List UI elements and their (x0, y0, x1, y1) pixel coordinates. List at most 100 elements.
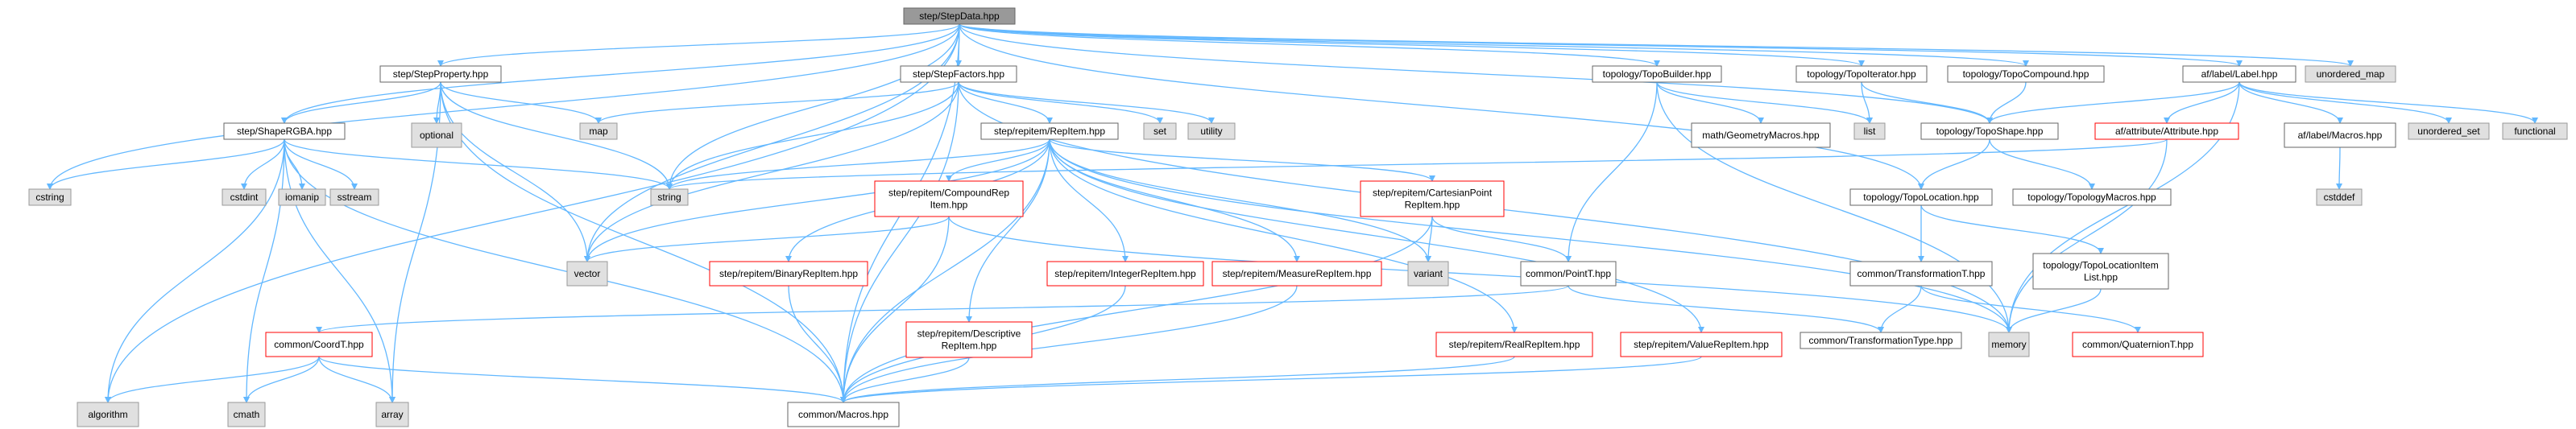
node-label: cstring (35, 192, 64, 203)
edge-stepfactors-to-set (958, 81, 1163, 124)
node-box (1360, 180, 1505, 217)
node-pointt[interactable]: common/PointT.hpp (1520, 261, 1617, 287)
edge-cartesianpoint-to-pointt (1431, 216, 1572, 262)
node-measurerepitem[interactable]: step/repitem/MeasureRepItem.hpp (1211, 261, 1382, 287)
edge-afattribute-to-memory (2006, 138, 2168, 333)
node-unordered_set: unordered_set (2408, 122, 2490, 140)
edge-stepdata-to-algorithm (105, 23, 960, 403)
edge-stepfactors-to-map (595, 81, 959, 124)
node-box (1211, 261, 1382, 287)
node-aflabelmacros[interactable]: af/label/Macros.hpp (2284, 122, 2396, 148)
node-box (265, 332, 373, 357)
node-box (375, 402, 409, 427)
node-box (2094, 122, 2239, 140)
node-toposhape[interactable]: topology/TopoShape.hpp (1920, 122, 2059, 140)
node-aflabel[interactable]: af/label/Label.hpp (2182, 65, 2296, 83)
node-topolocation[interactable]: topology/TopoLocation.hpp (1849, 188, 1993, 206)
edge-aflabel-to-functional (2238, 81, 2538, 124)
node-label: step/StepProperty.hpp (393, 68, 489, 80)
node-shapergba[interactable]: step/ShapeRGBA.hpp (223, 122, 346, 140)
edge-topolocation-to-topolocationitemlist (1920, 204, 2104, 254)
node-box (2032, 253, 2169, 290)
node-realrepitem[interactable]: step/repitem/RealRepItem.hpp (1435, 332, 1593, 357)
node-transformationtype[interactable]: common/TransformationType.hpp (1799, 332, 1962, 349)
node-box (787, 402, 900, 427)
node-label: topology/TopoShape.hpp (1936, 126, 2044, 137)
node-box (1849, 261, 1993, 287)
edge-stepdata-to-cstring (47, 23, 960, 190)
node-array: array (375, 402, 409, 427)
node-label: topology/TopoCompound.hpp (1963, 68, 2089, 80)
edge-shapergba-to-sstream (284, 138, 358, 190)
node-topobuilder[interactable]: topology/TopoBuilder.hpp (1592, 65, 1722, 83)
edge-stepfactors-to-repitem (958, 81, 1053, 124)
node-label: variant (1414, 268, 1443, 279)
edge-coordt-to-cmath (243, 356, 320, 403)
node-afattribute[interactable]: af/attribute/Attribute.hpp (2094, 122, 2239, 140)
edge-stepdata-to-topobuilder (959, 23, 1660, 67)
edge-pointt-to-transformationtype (1568, 285, 1884, 333)
node-box (1691, 122, 1831, 148)
node-label: sstream (338, 192, 372, 203)
edge-topoiterator-to-list (1861, 81, 1873, 124)
node-geometrymacros[interactable]: math/GeometryMacros.hpp (1691, 122, 1831, 148)
node-label: vector (574, 268, 601, 279)
node-binaryrepitem[interactable]: step/repitem/BinaryRepItem.hpp (709, 261, 868, 287)
node-box (900, 65, 1017, 83)
node-label: memory (1991, 339, 2026, 350)
node-string: string (650, 188, 689, 206)
node-box (28, 188, 72, 206)
node-stepproperty[interactable]: step/StepProperty.hpp (379, 65, 502, 83)
node-topoiterator[interactable]: topology/TopoIterator.hpp (1795, 65, 1928, 83)
edge-aflabelmacros-to-cstddef (2336, 146, 2343, 190)
node-topocompound[interactable]: topology/TopoCompound.hpp (1947, 65, 2105, 83)
node-box (1849, 188, 1993, 206)
edge-repitem-to-descriptiverepitem (966, 138, 1050, 323)
node-label: common/PointT.hpp (1526, 268, 1611, 279)
node-label: step/StepData.hpp (919, 10, 1000, 22)
node-label: string (657, 192, 681, 203)
node-stepfactors[interactable]: step/StepFactors.hpp (900, 65, 1017, 83)
edge-repitem-to-string (666, 138, 1050, 190)
node-sstream: sstream (329, 188, 379, 206)
node-transformationt[interactable]: common/TransformationT.hpp (1849, 261, 1993, 287)
node-repitem[interactable]: step/repitem/RepItem.hpp (980, 122, 1119, 140)
node-valuerepitem[interactable]: step/repitem/ValueRepItem.hpp (1620, 332, 1783, 357)
node-box (709, 261, 868, 287)
node-label: cstdint (230, 192, 259, 203)
edge-topoiterator-to-toposhape (1861, 81, 1993, 124)
node-unordered_map: unordered_map (2305, 65, 2396, 83)
edge-shapergba-to-algorithm (105, 138, 285, 403)
edge-valuerepitem-to-commonmacros (840, 356, 1702, 403)
node-box (1799, 332, 1962, 349)
node-box (2072, 332, 2204, 357)
node-topologymacros[interactable]: topology/TopologyMacros.hpp (2012, 188, 2172, 206)
edge-shapergba-to-string (284, 138, 673, 190)
edge-shapergba-to-cstring (47, 138, 285, 190)
node-label: step/repitem/MeasureRepItem.hpp (1223, 268, 1372, 279)
node-box (566, 261, 608, 287)
node-box (874, 180, 1024, 217)
node-box (227, 402, 266, 427)
node-label: step/StepFactors.hpp (913, 68, 1004, 80)
edge-stepfactors-to-commonmacros (840, 81, 959, 403)
node-label: topology/TopoBuilder.hpp (1603, 68, 1712, 80)
node-integerrepitem[interactable]: step/repitem/IntegerRepItem.hpp (1046, 261, 1204, 287)
node-vector: vector (566, 261, 608, 287)
edge-descriptiverepitem-to-commonmacros (840, 357, 970, 403)
node-set: set (1143, 122, 1177, 140)
node-commonmacros[interactable]: common/Macros.hpp (787, 402, 900, 427)
node-quaterniont[interactable]: common/QuaternionT.hpp (2072, 332, 2204, 357)
edge-stepdata-to-topocompound (959, 23, 2029, 67)
edge-topobuilder-to-list (1656, 81, 1873, 124)
edge-stepproperty-to-shapergba (281, 81, 441, 124)
node-label: step/repitem/Descriptive (917, 328, 1021, 340)
node-coordt[interactable]: common/CoordT.hpp (265, 332, 373, 357)
node-box (2305, 65, 2396, 83)
node-box (1407, 261, 1449, 287)
node-label: iomanip (285, 192, 319, 203)
